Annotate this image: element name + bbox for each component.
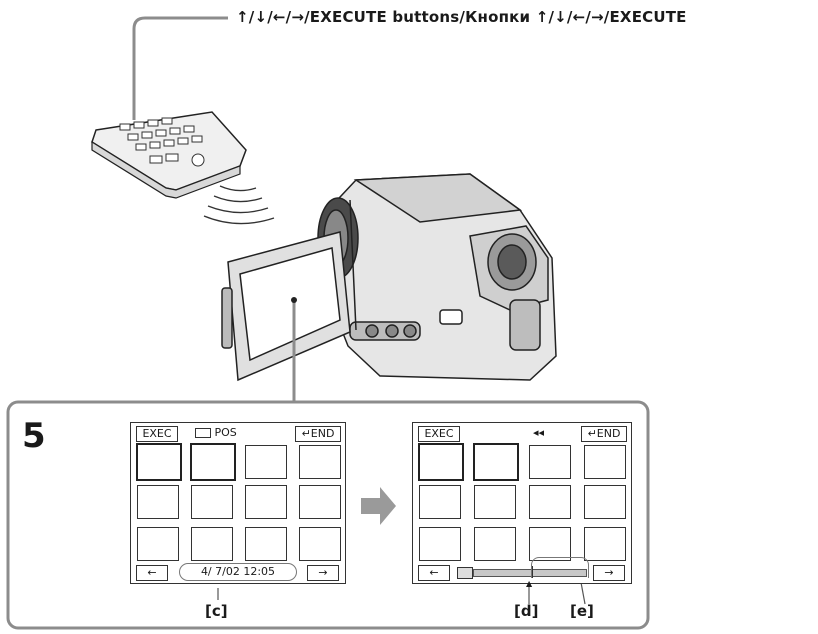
end-button[interactable]: ↵END [295, 426, 341, 442]
step-number: 5 [22, 416, 46, 456]
thumbnail[interactable] [136, 443, 182, 481]
thumbnail[interactable] [584, 485, 626, 519]
end-label: END [596, 427, 621, 440]
tape-icon [457, 567, 473, 579]
exec-button[interactable]: EXEC [136, 426, 178, 442]
next-button[interactable]: → [307, 565, 339, 581]
label-e: [e] [570, 602, 594, 620]
thumbnail[interactable] [419, 485, 461, 519]
thumbnail[interactable] [529, 527, 571, 561]
rewind-icon: ◂◂ [533, 426, 545, 439]
ir-signal-waves-icon [203, 185, 275, 225]
callout-label: ↑/↓/←/→/EXECUTE buttons/Кнопки ↑/↓/←/→/E… [236, 8, 687, 26]
label-d: [d] [514, 602, 539, 620]
index-screen-right: EXEC ◂◂ ↵END ← ▲ → [412, 422, 632, 588]
thumbnail[interactable] [299, 445, 341, 479]
remote-control-icon [91, 111, 247, 199]
tape-icon [195, 428, 211, 438]
thumbnail[interactable] [245, 445, 287, 479]
thumbnail[interactable] [529, 485, 571, 519]
lcd-panel-icon [221, 231, 351, 382]
return-arrow-icon: ↵ [587, 427, 597, 440]
pos-label: POS [214, 426, 237, 439]
thumbnail[interactable] [245, 527, 287, 561]
thumbnail[interactable] [584, 527, 626, 561]
transition-arrow-icon [361, 487, 396, 525]
exec-button[interactable]: EXEC [418, 426, 460, 442]
pos-indicator: POS [195, 426, 237, 439]
thumbnail[interactable] [474, 527, 516, 561]
return-arrow-icon: ↵ [301, 427, 311, 440]
date-time-display: 4/ 7/02 12:05 [179, 563, 297, 581]
thumbnail[interactable] [245, 485, 287, 519]
thumbnail[interactable] [584, 445, 626, 479]
thumbnail[interactable] [419, 527, 461, 561]
thumbnail[interactable] [190, 443, 236, 481]
thumbnail[interactable] [137, 485, 179, 519]
thumbnail[interactable] [299, 485, 341, 519]
thumbnail[interactable] [191, 485, 233, 519]
next-button[interactable]: → [593, 565, 625, 581]
end-label: END [310, 427, 335, 440]
thumbnail[interactable] [299, 527, 341, 561]
prev-button[interactable]: ← [418, 565, 450, 581]
camcorder-icon [317, 173, 557, 381]
end-button[interactable]: ↵END [581, 426, 627, 442]
step-frame [6, 400, 650, 630]
range-bracket [531, 557, 589, 578]
thumbnail[interactable] [418, 443, 464, 481]
thumbnail[interactable] [473, 443, 519, 481]
thumbnail[interactable] [137, 527, 179, 561]
callout-leader-line [132, 16, 228, 120]
thumbnail[interactable] [474, 485, 516, 519]
prev-button[interactable]: ← [136, 565, 168, 581]
position-pointer-icon: ▲ [526, 579, 533, 588]
thumbnail[interactable] [529, 445, 571, 479]
thumbnail[interactable] [191, 527, 233, 561]
index-screen-left: EXEC POS ↵END ← 4/ 7/02 12:05 → [130, 422, 346, 584]
label-c: [c] [205, 602, 228, 620]
